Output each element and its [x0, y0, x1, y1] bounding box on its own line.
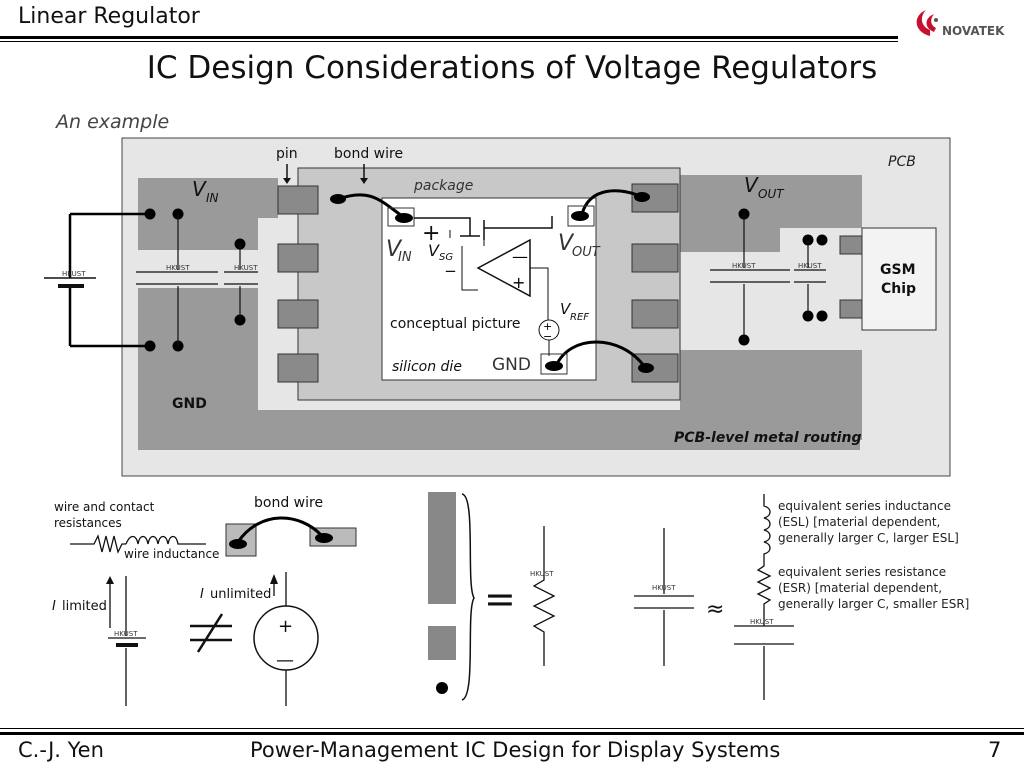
gsm-chip-line1: GSM: [880, 262, 916, 278]
esr-line3: generally larger C, smaller ESR]: [778, 597, 969, 611]
pcb-label: PCB: [888, 154, 916, 170]
not-equal-icon: [190, 613, 232, 653]
bond-wire-label: bond wire: [334, 146, 403, 162]
left-pins: [277, 185, 319, 383]
svg-text:SG: SG: [439, 252, 453, 263]
svg-text:+: +: [278, 616, 293, 637]
svg-text:HKUST: HKUST: [652, 584, 676, 592]
bottom-bond-wire-label: bond wire: [254, 495, 323, 511]
inductor-icon: [125, 535, 206, 545]
die-vout: V: [558, 231, 575, 256]
svg-text:+: +: [512, 273, 525, 292]
svg-text:REF: REF: [570, 312, 589, 323]
svg-text:IN: IN: [206, 191, 219, 205]
esr-line1: equivalent series resistance: [778, 565, 946, 579]
pcb-routing-label: PCB-level metal routing: [674, 430, 861, 446]
svg-text:+: +: [543, 320, 552, 333]
resistor-icon: [70, 534, 126, 554]
approx-sign: ≈: [706, 597, 724, 622]
wire-inductance-label: wire inductance: [124, 547, 219, 561]
i-limited-label: limited: [62, 599, 107, 614]
pcb-gnd: GND: [172, 396, 207, 412]
svg-text:—: —: [512, 247, 528, 266]
brace-icon: [461, 493, 475, 701]
header-rule-thin: [0, 41, 898, 42]
wire-contact-label-2: resistances: [54, 516, 122, 530]
slide-title: IC Design Considerations of Voltage Regu…: [146, 50, 878, 86]
svg-text:HKUST: HKUST: [732, 262, 756, 270]
svg-text:I: I: [52, 599, 56, 614]
svg-text:OUT: OUT: [758, 187, 785, 201]
svg-text:HKUST: HKUST: [234, 264, 258, 272]
gnd-copper: [138, 288, 862, 440]
footer-course: Power-Management IC Design for Display S…: [250, 738, 781, 762]
esr-line2: (ESR) [material dependent,: [778, 581, 942, 595]
novatek-logo: NOVATEK: [916, 10, 1005, 38]
gsm-chip: [861, 227, 937, 331]
conceptual-picture-label: conceptual picture: [390, 316, 521, 332]
vsg-plus: +: [422, 221, 440, 246]
pcb-vin: V: [192, 177, 207, 201]
equals-sign: =: [484, 577, 516, 621]
svg-text:HKUST: HKUST: [166, 264, 190, 272]
svg-text:HKUST: HKUST: [62, 270, 86, 278]
package-label: package: [413, 178, 473, 194]
svg-text:HKUST: HKUST: [798, 262, 822, 270]
vsg-minus: _: [445, 252, 456, 273]
svg-text:IN: IN: [398, 250, 412, 265]
vsg-label: V: [428, 241, 440, 260]
logo-text: NOVATEK: [942, 24, 1005, 38]
figure-caption: An example: [54, 111, 169, 133]
svg-text:−: −: [543, 330, 552, 343]
die-vin: V: [386, 237, 403, 262]
voltage-source-icon: [253, 605, 319, 671]
rlc-model-icon: [734, 494, 794, 700]
vref-label: V: [560, 300, 572, 318]
esr-resistor-icon: [532, 526, 556, 666]
footer-rule-thin: [0, 728, 1024, 729]
svg-text:HKUST: HKUST: [530, 570, 554, 578]
logo-swoosh-icon: [916, 10, 930, 36]
right-pins: [631, 183, 679, 383]
die-gnd-label: GND: [492, 355, 531, 375]
svg-text:HKUST: HKUST: [114, 630, 138, 638]
page-number: 7: [988, 738, 1002, 762]
silicon-die-label: silicon die: [392, 359, 462, 375]
header-rule: [0, 36, 898, 39]
svg-text:—: —: [276, 650, 294, 671]
svg-text:OUT: OUT: [572, 245, 601, 260]
esl-line3: generally larger C, larger ESL]: [778, 531, 959, 545]
pin-label: pin: [276, 146, 298, 162]
footer-rule: [0, 732, 1024, 735]
i-unlimited-label: unlimited: [210, 587, 271, 602]
pcb-vout: V: [744, 173, 759, 197]
vout-copper: [680, 175, 862, 252]
vin-copper: [138, 178, 278, 250]
wire-contact-label-1: wire and contact: [54, 500, 155, 514]
diagram: An example PCB package pin bond wire: [44, 111, 969, 706]
svg-text:I: I: [200, 587, 204, 602]
esl-line2: (ESL) [material dependent,: [778, 515, 940, 529]
svg-text:HKUST: HKUST: [750, 618, 774, 626]
footer-author: C.-J. Yen: [18, 738, 104, 762]
header-title: Linear Regulator: [18, 4, 200, 29]
gsm-chip-line2: Chip: [881, 281, 916, 297]
esl-line1: equivalent series inductance: [778, 499, 951, 513]
plate-strip: [428, 492, 456, 604]
